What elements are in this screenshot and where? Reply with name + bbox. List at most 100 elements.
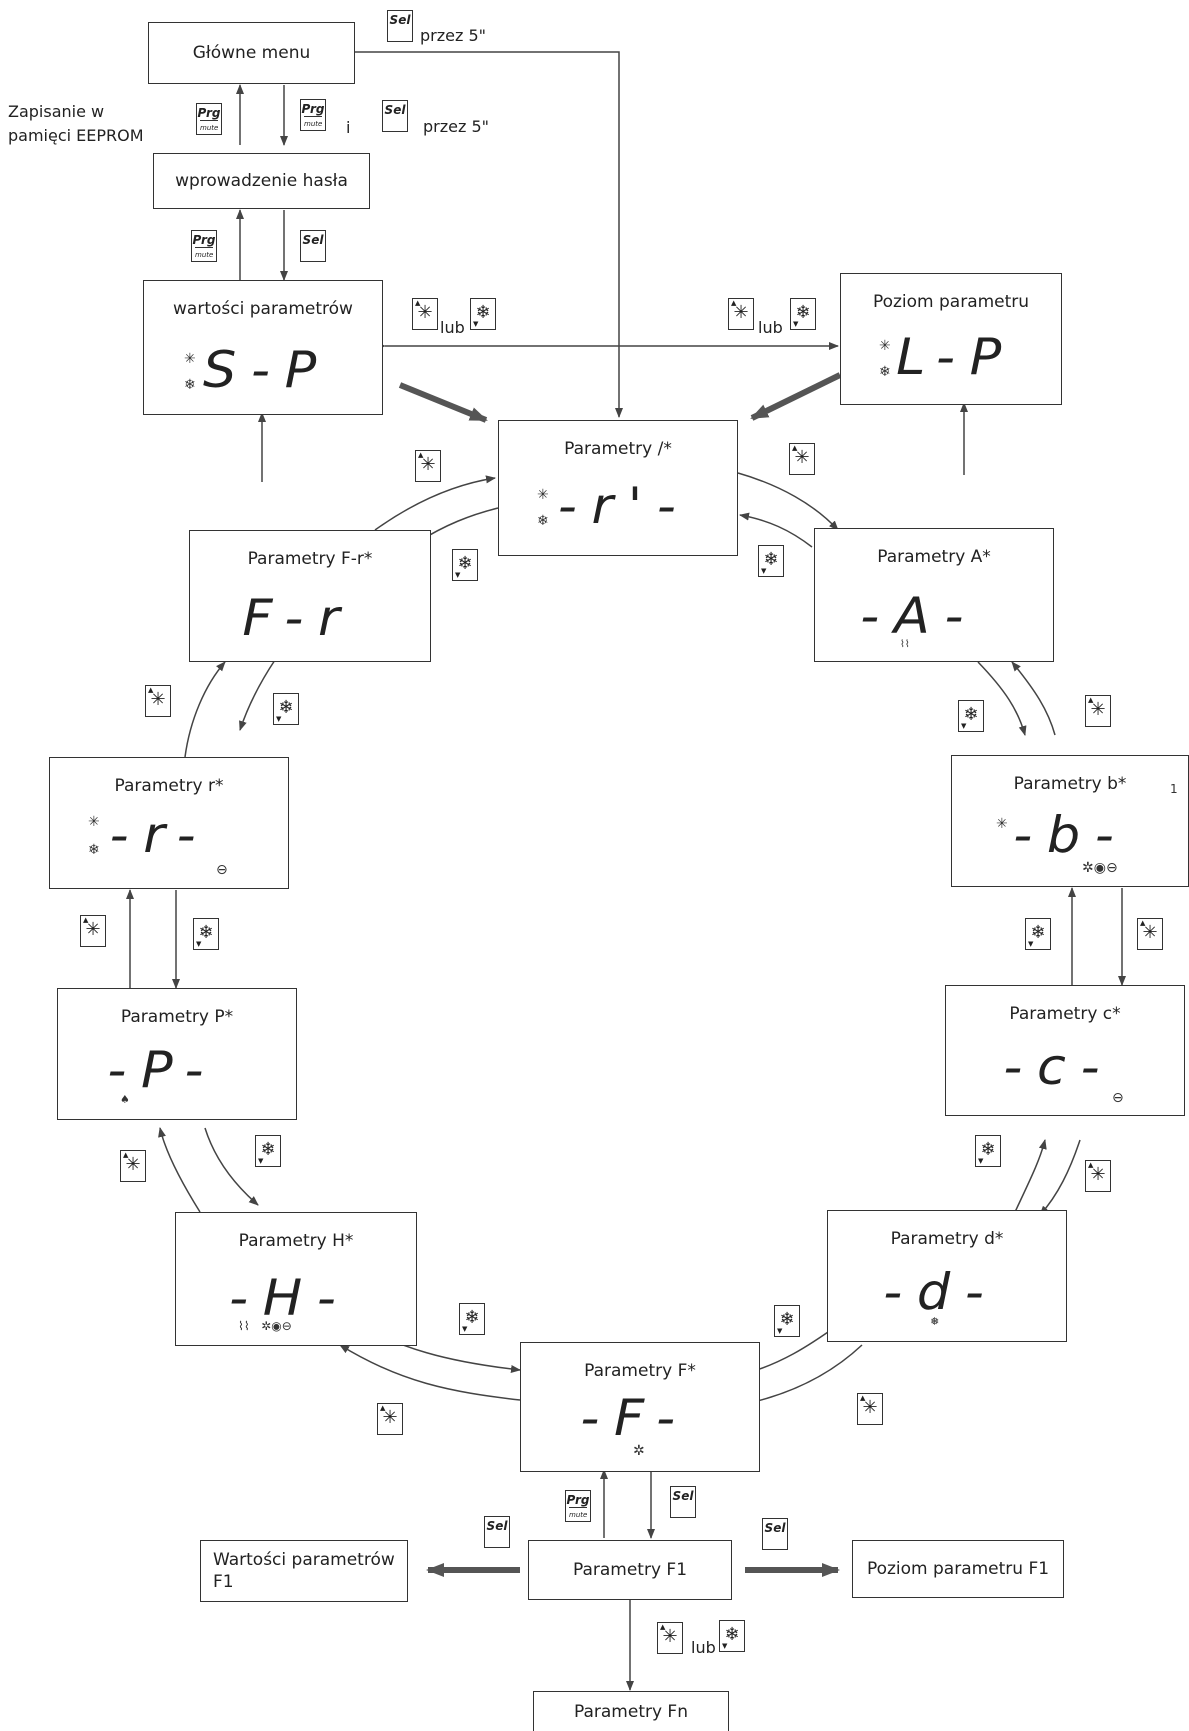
snowflake-key-icon: ▼❄ (719, 1620, 745, 1652)
param-group-d[interactable]: Parametry d* -d- ❅ (827, 1210, 1067, 1342)
snowflake-key-icon: ▼❄ (774, 1305, 800, 1337)
param-f1-level-box[interactable]: Poziom parametru F1 (852, 1540, 1064, 1598)
snowflake-icon: ❄ (88, 842, 100, 858)
sun-key-icon: ▲✳ (657, 1622, 683, 1654)
prg-key-text: Prg (192, 233, 216, 247)
snowflake-icon: ❄ (184, 377, 196, 393)
segment-display: L-P (896, 328, 1017, 386)
sun-icon: ✳ (879, 338, 891, 354)
param-group-slash[interactable]: Parametry /* ✳ ❄ -r'- (498, 420, 738, 556)
sel-hold-label-top: przez 5" (420, 26, 486, 45)
param-values-box[interactable]: wartości parametrów ✳ ❄ S-P (143, 280, 383, 415)
param-group-r[interactable]: Parametry r* ✳ ❄ -r- ⊖ (49, 757, 289, 889)
snowflake-key-icon: ▼❄ (975, 1135, 1001, 1167)
heater-icon: ⌇⌇ (900, 639, 910, 650)
param-f1-values-box[interactable]: Wartości parametrów F1 (200, 1540, 408, 1602)
sun-key-icon: ▲✳ (415, 450, 441, 482)
fan-icon: ✲ (633, 1443, 645, 1459)
snowflake-key-icon: ▼❄ (758, 545, 784, 577)
sel-key-text: Sel (764, 1521, 786, 1535)
param-f1-values-line2: F1 (213, 1572, 234, 1592)
snowflake-key-icon: ▼❄ (273, 693, 299, 725)
param-group-fr[interactable]: Parametry F-r* F-r (189, 530, 431, 662)
fan-light-compressor-icons: ✲◉⊖ (1082, 860, 1118, 876)
sel-hold-label-mid: przez 5" (423, 117, 489, 136)
param-f1-box[interactable]: Parametry F1 (528, 1540, 732, 1600)
group-title: Parametry F* (584, 1361, 696, 1381)
mute-text: mute (195, 247, 213, 261)
main-menu-box[interactable]: Główne menu (148, 22, 355, 84)
snowflake-key-icon: ▼❄ (459, 1303, 485, 1335)
sun-key-icon: ▲✳ (80, 915, 106, 947)
or-label: lub (758, 318, 783, 337)
param-group-f[interactable]: Parametry F* -F- ✲ (520, 1342, 760, 1472)
segment-display: S-P (202, 341, 331, 399)
superscript-label: 1 (1170, 782, 1178, 796)
mute-text: mute (304, 116, 322, 130)
sun-key-icon: ▲✳ (412, 298, 438, 330)
and-label: i (346, 118, 351, 137)
group-title: Parametry H* (238, 1231, 354, 1251)
password-entry-box[interactable]: wprowadzenie hasła (153, 153, 370, 209)
snowflake-key-icon: ▼❄ (470, 298, 496, 330)
sun-key-icon: ▲✳ (728, 298, 754, 330)
light-icon: ♠ (120, 1093, 130, 1106)
prg-key-text: Prg (301, 102, 325, 116)
sel-key-text: Sel (302, 233, 324, 247)
group-title: Parametry /* (564, 439, 672, 459)
group-title: Parametry r* (114, 776, 224, 796)
snowflake-icon: ❄ (879, 364, 891, 380)
segment-display: -H- (229, 1269, 351, 1327)
sel-key-icon: Sel (484, 1516, 510, 1548)
sun-icon: ✳ (537, 487, 549, 503)
param-group-c[interactable]: Parametry c* -c- ⊖ (945, 985, 1185, 1116)
sel-key-icon: Sel (382, 100, 408, 132)
sel-key-text: Sel (389, 13, 411, 27)
param-group-b[interactable]: Parametry b* ✳ -b- 1 ✲◉⊖ (951, 755, 1189, 887)
snowflake-key-icon: ▼❄ (452, 549, 478, 581)
group-title: Parametry F-r* (247, 549, 373, 569)
segment-display: -F- (580, 1389, 690, 1447)
sel-key-icon: Sel (762, 1518, 788, 1550)
snowflake-key-icon: ▼❄ (1025, 918, 1051, 950)
param-group-h[interactable]: Parametry H* -H- ⌇⌇ ✲◉⊖ (175, 1212, 417, 1346)
group-title: Parametry P* (120, 1007, 234, 1027)
prg-key-text: Prg (566, 1493, 590, 1507)
sun-key-icon: ▲✳ (1085, 1160, 1111, 1192)
sun-icon: ✳ (996, 816, 1008, 832)
segment-display: -b- (1013, 806, 1129, 864)
segment-display: -P- (107, 1041, 219, 1099)
defrost-icon: ❅ (930, 1315, 940, 1328)
snowflake-key-icon: ▼❄ (193, 918, 219, 950)
param-fn-box[interactable]: Parametry Fn (533, 1691, 729, 1731)
sun-key-icon: ▲✳ (1137, 918, 1163, 950)
snowflake-key-icon: ▼❄ (255, 1135, 281, 1167)
heater-fan-light-compressor-icons: ⌇⌇ ✲◉⊖ (238, 1319, 292, 1333)
snowflake-icon: ❄ (537, 513, 549, 529)
param-f1-title: Parametry F1 (572, 1560, 688, 1580)
or-label: lub (440, 318, 465, 337)
snowflake-key-icon: ▼❄ (958, 700, 984, 732)
save-eeprom-label-2: pamięci EEPROM (8, 126, 144, 145)
group-title: Parametry d* (890, 1229, 1004, 1249)
param-group-a[interactable]: Parametry A* -A- ⌇⌇ (814, 528, 1054, 662)
prg-key-text: Prg (197, 106, 221, 120)
group-title: Parametry b* (1013, 774, 1127, 794)
sel-key-text: Sel (672, 1489, 694, 1503)
group-title: Parametry c* (1009, 1004, 1121, 1024)
sun-key-icon: ▲✳ (377, 1403, 403, 1435)
sun-key-icon: ▲✳ (789, 443, 815, 475)
param-group-p[interactable]: Parametry P* -P- ♠ (57, 988, 297, 1120)
param-level-box[interactable]: Poziom parametru ✳ ❄ L-P (840, 273, 1062, 405)
sun-key-icon: ▲✳ (145, 685, 171, 717)
sun-key-icon: ▲✳ (120, 1150, 146, 1182)
mute-text: mute (200, 120, 218, 134)
param-f1-values-line1: Wartości parametrów (213, 1550, 395, 1570)
param-f1-values-title: Wartości parametrów F1 (213, 1549, 407, 1593)
compressor-icon: ⊖ (1112, 1090, 1124, 1106)
